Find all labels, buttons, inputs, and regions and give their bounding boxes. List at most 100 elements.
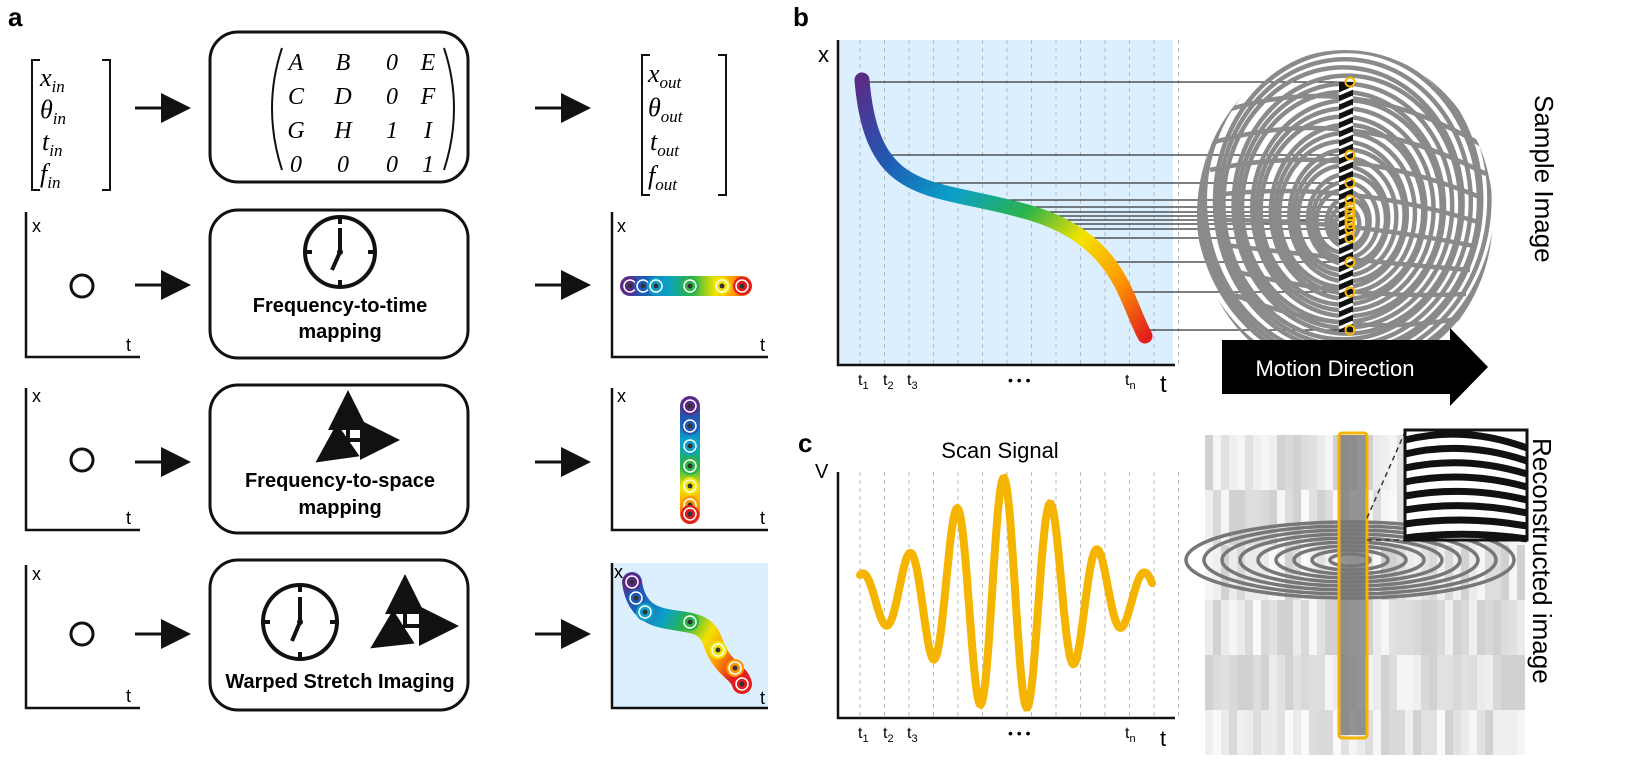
vec-out-theta: θout [648, 93, 684, 126]
axes-3d-icon [370, 574, 459, 649]
input-plot-1: x t [24, 212, 140, 359]
fingerprint-image [1197, 50, 1493, 380]
bead-ring [683, 419, 697, 433]
matrix-cell: E [420, 50, 436, 76]
axes-3d-icon [315, 390, 400, 463]
beads-vertical [681, 397, 699, 523]
axis-x-label: x [614, 562, 623, 582]
matrix-cell: 1 [386, 118, 398, 144]
bead-ring [715, 279, 729, 293]
box-1-line2: mapping [298, 321, 381, 343]
axis-x-label: x [617, 386, 626, 406]
bead-ring [711, 643, 725, 657]
axis-x-label: x [32, 386, 41, 406]
matrix-cell: B [336, 50, 351, 76]
bead-core [640, 283, 646, 289]
bead-core [687, 283, 693, 289]
row-warped-stretch: x t Warped Stretch Imaging x t [24, 558, 768, 712]
bead-core [687, 403, 693, 409]
vec-in-t: tin [42, 127, 62, 160]
svg-text:• • •: • • • [1008, 725, 1031, 741]
axis-t-label: t [1160, 371, 1167, 398]
axis-v-label: V [815, 461, 829, 483]
bracket-right-out [718, 54, 727, 196]
scan-highlight [1337, 431, 1369, 740]
sample-image-label: Sample Image [1529, 95, 1559, 263]
bead-core [739, 681, 745, 687]
paren-left [271, 47, 283, 171]
svg-text:t2: t2 [883, 725, 894, 745]
svg-text:• • •: • • • [1008, 372, 1031, 388]
bead-core [687, 443, 693, 449]
beads-warped [623, 573, 751, 693]
matrix-cell: 1 [422, 152, 434, 178]
bead-core [687, 511, 693, 517]
box-1-line1: Frequency-to-time [253, 295, 427, 317]
bead-core [687, 423, 693, 429]
bead-core [687, 483, 693, 489]
axis-t-label: t [126, 508, 131, 528]
matrix-cell: I [423, 118, 433, 144]
matrix-cell: 0 [337, 152, 349, 178]
bead-ring [683, 507, 697, 521]
matrix-cell: H [333, 118, 353, 144]
svg-text:tn: tn [1125, 372, 1136, 392]
panel-label-c: c [798, 428, 812, 458]
row-frequency-to-time: x t Frequency-to-time mapping x t [24, 208, 768, 360]
vec-in-f: fin [40, 159, 60, 192]
axis-t-label: t [760, 508, 765, 528]
bead-core [633, 595, 639, 601]
input-pulse-circle [69, 447, 95, 473]
matrix-cell: C [288, 84, 305, 110]
output-plot-3: x t [610, 562, 768, 710]
axis-t-label: t [126, 335, 131, 355]
panel-label-a: a [8, 2, 23, 32]
bead-ring [625, 575, 639, 589]
paren-right [443, 47, 455, 171]
panel-label-b: b [793, 2, 809, 32]
bead-core [687, 463, 693, 469]
matrix-cell: 0 [386, 152, 398, 178]
output-plot-1: x t [610, 212, 768, 359]
bead-ring [683, 279, 697, 293]
axis-t-label: t [760, 688, 765, 708]
bead-core [687, 619, 693, 625]
vec-out-f: fout [648, 161, 678, 194]
svg-text:t3: t3 [907, 372, 918, 392]
axis-x-label: x [818, 42, 829, 67]
bracket-left-out [641, 54, 650, 196]
bead-ring [629, 591, 643, 605]
bracket-right-in [102, 59, 111, 191]
input-plot-3: x t [24, 564, 140, 710]
bead-core [642, 609, 648, 615]
input-pulse-circle [69, 273, 95, 299]
vec-out-t: tout [650, 127, 680, 160]
zoom-inset [1403, 428, 1529, 543]
bead-ring [735, 279, 749, 293]
box-2-line2: mapping [298, 497, 381, 519]
svg-text:t1: t1 [858, 372, 869, 392]
row-frequency-to-space: x t Frequency-to-space mapping x t [24, 383, 768, 535]
axis-x-label: x [32, 564, 41, 584]
matrix-cell: G [287, 118, 304, 144]
bead-ring [649, 279, 663, 293]
input-plot-2: x t [24, 386, 140, 532]
bead-ring [683, 615, 697, 629]
axis-t-label: t [760, 335, 765, 355]
matrix-cell: F [420, 84, 436, 110]
svg-text:tn: tn [1125, 725, 1136, 745]
svg-text:t3: t3 [907, 725, 918, 745]
matrix-cell: D [333, 84, 351, 110]
vec-out-x: xout [647, 59, 683, 92]
box-3-line1: Warped Stretch Imaging [225, 671, 454, 693]
bracket-left-in [31, 59, 40, 191]
output-vector: xout θout tout fout [647, 59, 684, 194]
bead-core [739, 283, 745, 289]
bead-ring [683, 399, 697, 413]
axis-t-label: t [1160, 726, 1166, 751]
bead-ring [683, 479, 697, 493]
matrix-cell: A [287, 50, 304, 76]
